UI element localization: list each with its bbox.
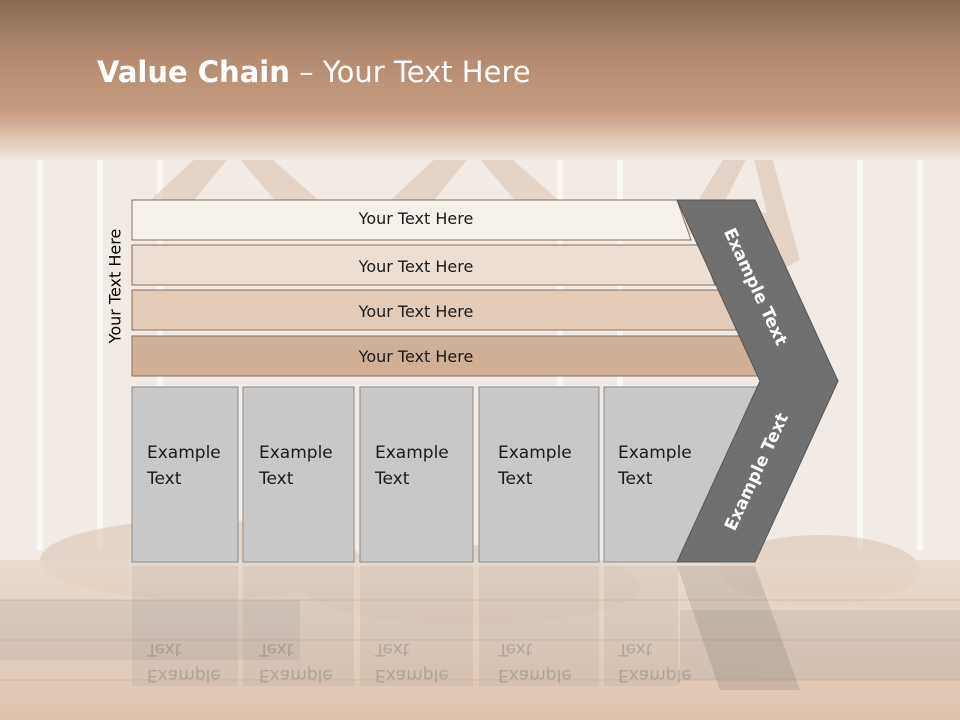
- title-rest: – Your Text Here: [289, 55, 531, 89]
- box-5-reflection-line1: Example: [618, 665, 692, 685]
- box-2-line1: Example: [259, 443, 333, 463]
- chevron-arrow: [676, 199, 839, 563]
- box-4-reflection-line2: Text: [498, 639, 533, 659]
- box-4-reflection-line1: Example: [498, 665, 572, 685]
- bar-1: [131, 199, 692, 241]
- box-1-line2: Text: [147, 469, 182, 489]
- box-3-line2: Text: [375, 469, 410, 489]
- bar-4-label: Your Text Here: [358, 347, 474, 366]
- box-5-line1: Example: [618, 443, 692, 463]
- box-5-reflection: Example Text: [618, 636, 692, 688]
- box-1-reflection: Example Text: [147, 636, 221, 688]
- box-1-reflection-line2: Text: [147, 639, 182, 659]
- box-4-reflection: Example Text: [498, 636, 572, 688]
- box-3-reflection-line2: Text: [375, 639, 410, 659]
- bar-2: [131, 244, 716, 286]
- box-3-reflection-line1: Example: [375, 665, 449, 685]
- box-5-line2: Text: [618, 469, 653, 489]
- bar-3-label: Your Text Here: [358, 302, 474, 321]
- box-2-reflection-line2: Text: [259, 639, 294, 659]
- box-1-line1: Example: [147, 443, 221, 463]
- box-2-reflection-line1: Example: [259, 665, 333, 685]
- box-2-line2: Text: [259, 469, 294, 489]
- box-1: [131, 386, 239, 563]
- title-bold: Value Chain: [97, 55, 290, 89]
- box-4: [478, 386, 600, 563]
- box-4-line2: Text: [498, 469, 533, 489]
- box-2-reflection: Example Text: [259, 636, 333, 688]
- box-3: [359, 386, 474, 563]
- bar-1-label: Your Text Here: [358, 209, 474, 228]
- box-1-reflection-line1: Example: [147, 665, 221, 685]
- box-3-line1: Example: [375, 443, 449, 463]
- box-2: [242, 386, 355, 563]
- slide-title: Value Chain – Your Text Here: [97, 55, 531, 89]
- box-5-reflection-line2: Text: [618, 639, 653, 659]
- box-4-line1: Example: [498, 443, 572, 463]
- box-3-reflection: Example Text: [375, 636, 449, 688]
- bar-2-label: Your Text Here: [358, 257, 474, 276]
